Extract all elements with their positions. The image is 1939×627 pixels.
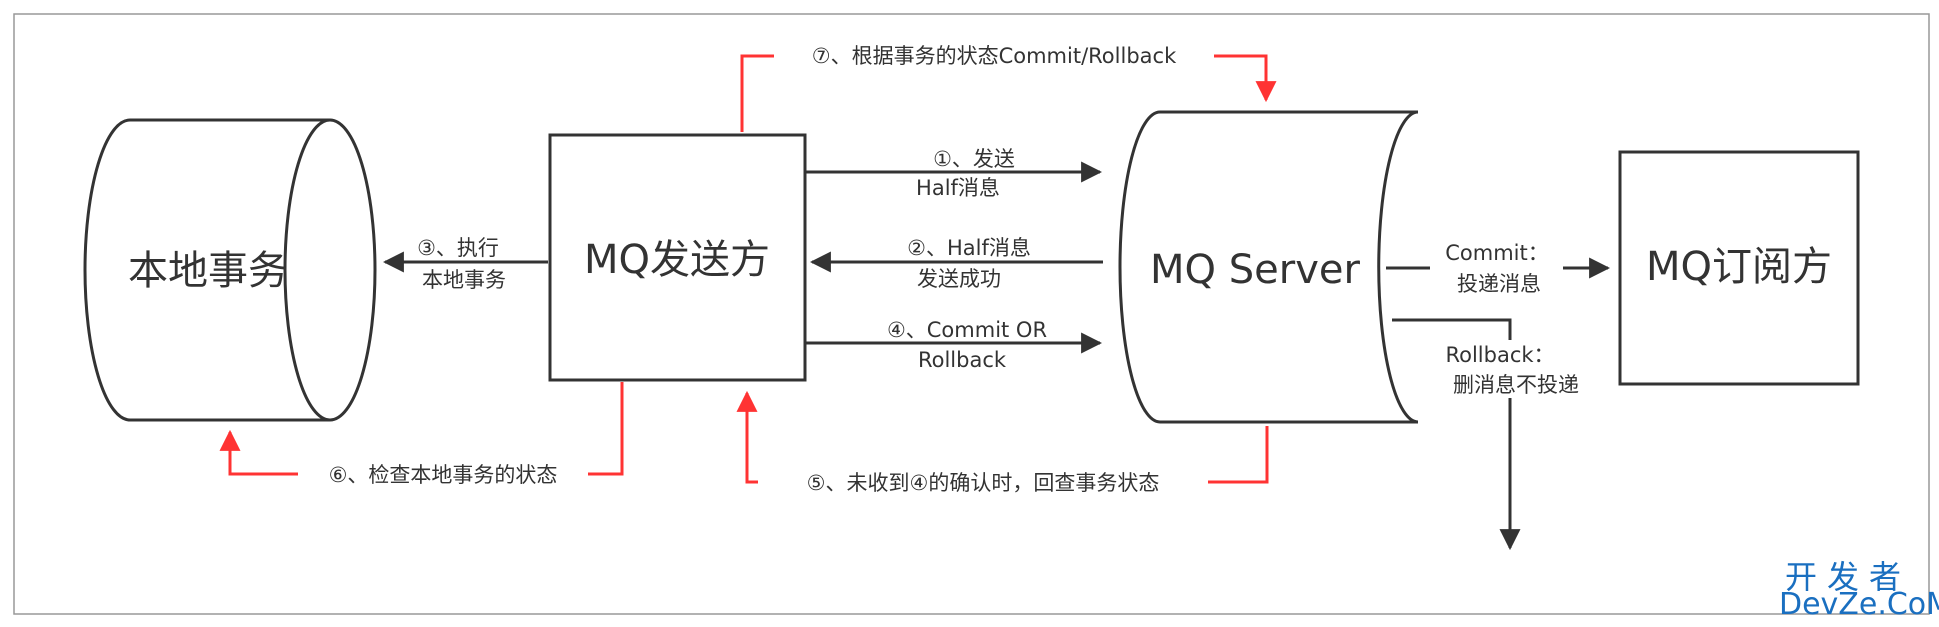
devze-watermark: 开发者 DevZe.CoM	[1779, 558, 1939, 622]
svg-text:Rollback: Rollback	[918, 348, 1007, 372]
consumer-label: MQ订阅方	[1646, 244, 1832, 290]
diagram-frame	[13, 13, 1930, 615]
producer-node: MQ发送方	[548, 133, 807, 382]
svg-text:发送成功: 发送成功	[917, 267, 1001, 291]
mq-server-label: MQ Server	[1150, 247, 1360, 293]
consumer-node: MQ订阅方	[1618, 150, 1860, 386]
local-transaction-label: 本地事务	[128, 248, 288, 294]
edge-exec-local: ③、执行 本地事务	[382, 236, 548, 292]
svg-text:②、Half消息: ②、Half消息	[907, 236, 1031, 260]
edge-half-ok: ②、Half消息 发送成功	[809, 236, 1103, 291]
mq-server-node: MQ Server	[1118, 110, 1419, 424]
producer-label: MQ发送方	[584, 237, 770, 283]
svg-text:⑤、未收到④的确认时，回查事务状态: ⑤、未收到④的确认时，回查事务状态	[807, 471, 1160, 495]
edge-commit-deliver: Commit： 投递消息	[1386, 241, 1611, 296]
svg-text:⑦、根据事务的状态Commit/Rollback: ⑦、根据事务的状态Commit/Rollback	[812, 44, 1177, 68]
svg-text:④、Commit OR: ④、Commit OR	[887, 318, 1047, 342]
svg-text:投递消息: 投递消息	[1457, 272, 1541, 296]
edge-commit-by-state: ⑦、根据事务的状态Commit/Rollback	[740, 42, 1277, 132]
edge-commit-or-rollback: ④、Commit OR Rollback	[805, 318, 1103, 372]
svg-text:本地事务: 本地事务	[422, 268, 506, 292]
svg-text:①、发送: ①、发送	[933, 147, 1015, 171]
svg-text:删消息不投递: 删消息不投递	[1453, 373, 1579, 397]
svg-text:Rollback：: Rollback：	[1445, 343, 1554, 367]
edge-check-back: ⑤、未收到④的确认时，回查事务状态	[736, 390, 1269, 496]
svg-text:③、执行: ③、执行	[417, 236, 499, 260]
edge-check-local: ⑥、检查本地事务的状态	[219, 382, 624, 488]
local-transaction-store: 本地事务	[83, 118, 377, 422]
svg-text:开发者: 开发者	[1785, 558, 1911, 596]
svg-text:⑥、检查本地事务的状态: ⑥、检查本地事务的状态	[329, 463, 558, 487]
svg-text:Half消息: Half消息	[916, 176, 1000, 200]
edge-rollback-drop: Rollback： 删消息不投递	[1392, 318, 1579, 551]
edge-send-half: ①、发送 Half消息	[805, 147, 1103, 200]
svg-text:Commit：: Commit：	[1445, 241, 1549, 265]
svg-text:DevZe.CoM: DevZe.CoM	[1779, 587, 1939, 622]
